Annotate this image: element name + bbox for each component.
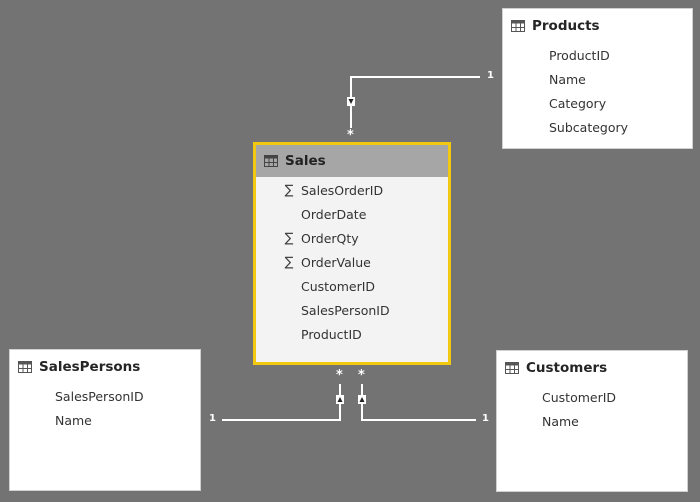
field-name: Category (549, 95, 607, 111)
field-row[interactable]: ProductID (503, 43, 692, 67)
table-icon (511, 19, 525, 32)
relationship-line-products-sales[interactable] (350, 76, 480, 128)
field-row[interactable]: ∑ SalesOrderID (256, 178, 448, 202)
field-name: OrderQty (301, 230, 359, 246)
cardinality-many-sales-top: * (347, 128, 354, 143)
field-name: SalesPersonID (55, 388, 144, 404)
field-row[interactable]: ∑ OrderQty (256, 226, 448, 250)
cardinality-one-products: 1 (487, 70, 494, 81)
field-name: CustomerID (301, 278, 376, 294)
field-row[interactable]: CustomerID (497, 385, 687, 409)
table-title: SalesPersons (39, 358, 141, 375)
field-name: Name (55, 412, 92, 428)
field-name: OrderDate (301, 206, 367, 222)
field-name: Subcategory (549, 119, 629, 135)
direction-arrow-down (347, 97, 355, 106)
relationship-line-salespersons-sales[interactable] (222, 384, 341, 421)
table-title: Customers (526, 359, 608, 376)
sigma-icon: ∑ (284, 254, 294, 270)
field-name: SalesOrderID (301, 182, 384, 198)
table-card-sales[interactable]: Sales ∑ SalesOrderID OrderDate ∑ OrderQty ∑ Or… (253, 142, 451, 365)
field-row[interactable]: CustomerID (256, 274, 448, 298)
field-row[interactable]: SalesPersonID (256, 298, 448, 322)
cardinality-many-sales-right: * (358, 368, 365, 383)
table-icon (18, 360, 32, 373)
table-card-salespersons[interactable]: SalesPersons SalesPersonID Name (9, 349, 201, 491)
field-row[interactable]: ∑ OrderValue (256, 250, 448, 274)
table-icon (264, 155, 278, 167)
direction-arrow-up (336, 395, 344, 404)
field-name: Name (542, 413, 579, 429)
field-row[interactable]: Name (497, 409, 687, 433)
field-row[interactable]: SalesPersonID (10, 384, 200, 408)
table-header-sales[interactable]: Sales (256, 145, 448, 177)
table-card-customers[interactable]: Customers CustomerID Name (496, 350, 688, 492)
field-name: Name (549, 71, 586, 87)
field-name: ProductID (301, 326, 362, 342)
field-row[interactable]: Name (503, 67, 692, 91)
cardinality-many-sales-left: * (336, 368, 343, 383)
table-icon (505, 361, 519, 374)
field-row[interactable]: Name (10, 408, 200, 432)
table-header-products[interactable]: Products (503, 9, 692, 42)
field-name: OrderValue (301, 254, 371, 270)
field-row[interactable]: ProductID (256, 322, 448, 346)
sigma-icon: ∑ (284, 230, 294, 246)
table-header-salespersons[interactable]: SalesPersons (10, 350, 200, 383)
field-row[interactable]: Subcategory (503, 115, 692, 139)
field-name: CustomerID (542, 389, 617, 405)
field-row[interactable]: Category (503, 91, 692, 115)
table-title: Products (532, 17, 600, 34)
sigma-icon: ∑ (284, 182, 294, 198)
cardinality-one-salespersons: 1 (209, 413, 216, 424)
cardinality-one-customers: 1 (482, 413, 489, 424)
field-name: ProductID (549, 47, 610, 63)
table-header-customers[interactable]: Customers (497, 351, 687, 384)
field-name: SalesPersonID (301, 302, 390, 318)
field-row[interactable]: OrderDate (256, 202, 448, 226)
direction-arrow-up (358, 395, 366, 404)
table-title: Sales (285, 153, 326, 169)
relationship-line-customers-sales[interactable] (361, 384, 476, 421)
